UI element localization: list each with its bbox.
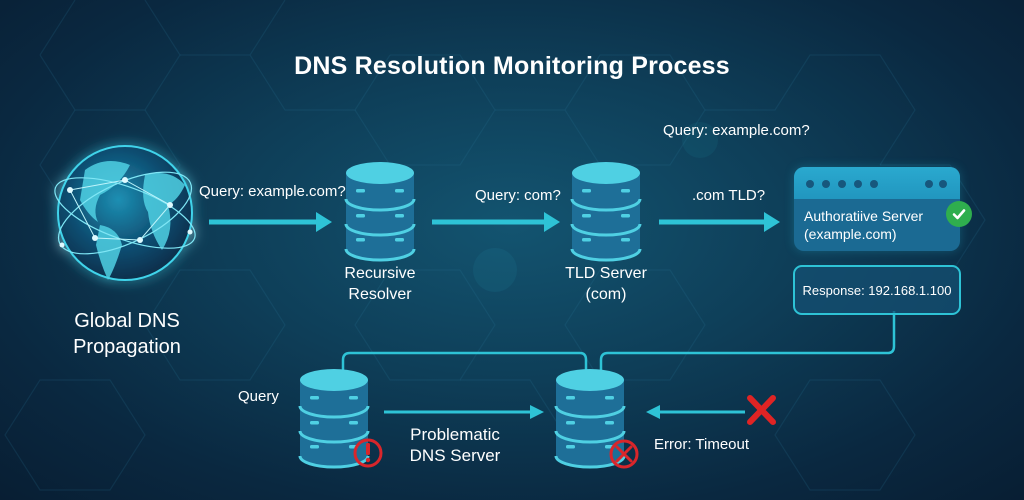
problematic-dns-server-icon: [298, 367, 370, 469]
indicator-dot: [939, 180, 947, 188]
page-title: DNS Resolution Monitoring Process: [294, 52, 730, 80]
globe-label: Global DNS Propagation: [48, 308, 206, 360]
arrow-tld-to-authoritative: [659, 212, 780, 232]
response-label: Response: 192.168.1.100: [802, 282, 952, 298]
warning-exclamation-icon: [353, 438, 383, 468]
indicator-dot: [822, 180, 830, 188]
timeout-x-icon: [747, 395, 776, 425]
indicator-dot: [854, 180, 862, 188]
tld-server-label-line1: TLD Server: [565, 265, 647, 282]
indicator-dot: [925, 180, 933, 188]
edge-label-globe-to-resolver: Query: example.com?: [199, 183, 346, 200]
error-x-circle-icon: [609, 439, 639, 469]
problematic-server-label-line2: DNS Server: [409, 446, 501, 465]
recursive-resolver-server-icon: [344, 160, 416, 262]
connector-lines: [341, 311, 896, 372]
response-box: Response: 192.168.1.100: [793, 265, 961, 315]
authoritative-server-label: Authoratiive Server (example.com): [804, 207, 923, 243]
globe-label-line2: Propagation: [73, 336, 181, 358]
problematic-server-label: Problematic DNS Server: [395, 424, 515, 466]
tld-server-label-line2: (com): [585, 286, 627, 303]
check-circle-icon: [946, 201, 972, 227]
recursive-resolver-label-line2: Resolver: [348, 286, 412, 303]
arrow-resolver-to-tld: [432, 212, 560, 232]
authoritative-server-label-line2: (example.com): [804, 226, 897, 242]
recursive-resolver-label-line1: Recursive: [344, 265, 416, 282]
globe-icon: [54, 145, 196, 281]
tld-server-label: TLD Server (com): [546, 263, 666, 305]
edge-label-resolver-to-tld: Query: com?: [475, 187, 561, 204]
arrow-globe-to-resolver: [209, 212, 332, 232]
authoritative-server-label-line1: Authoratiive Server: [804, 208, 924, 224]
indicator-dot: [838, 180, 846, 188]
authoritative-server-header: [794, 167, 960, 199]
authoritative-server-card: Authoratiive Server (example.com): [794, 167, 960, 251]
recursive-resolver-label: Recursive Resolver: [320, 263, 440, 305]
error-timeout-label: Error: Timeout: [654, 436, 750, 453]
edge-label-tld-to-auth: .com TLD?: [692, 187, 766, 204]
problematic-server-label-line1: Problematic: [410, 425, 500, 444]
query-label: Query: [238, 388, 279, 405]
arrow-timeout-to-failed: [646, 405, 745, 419]
failed-dns-server-icon: [554, 367, 626, 469]
edge-label-auth-query-note: Query: example.com?: [663, 122, 810, 139]
indicator-dot: [806, 180, 814, 188]
indicator-dot: [870, 180, 878, 188]
arrow-problematic-to-failed: [384, 405, 544, 419]
globe-label-line1: Global DNS: [74, 310, 180, 332]
tld-server-icon: [570, 160, 642, 262]
